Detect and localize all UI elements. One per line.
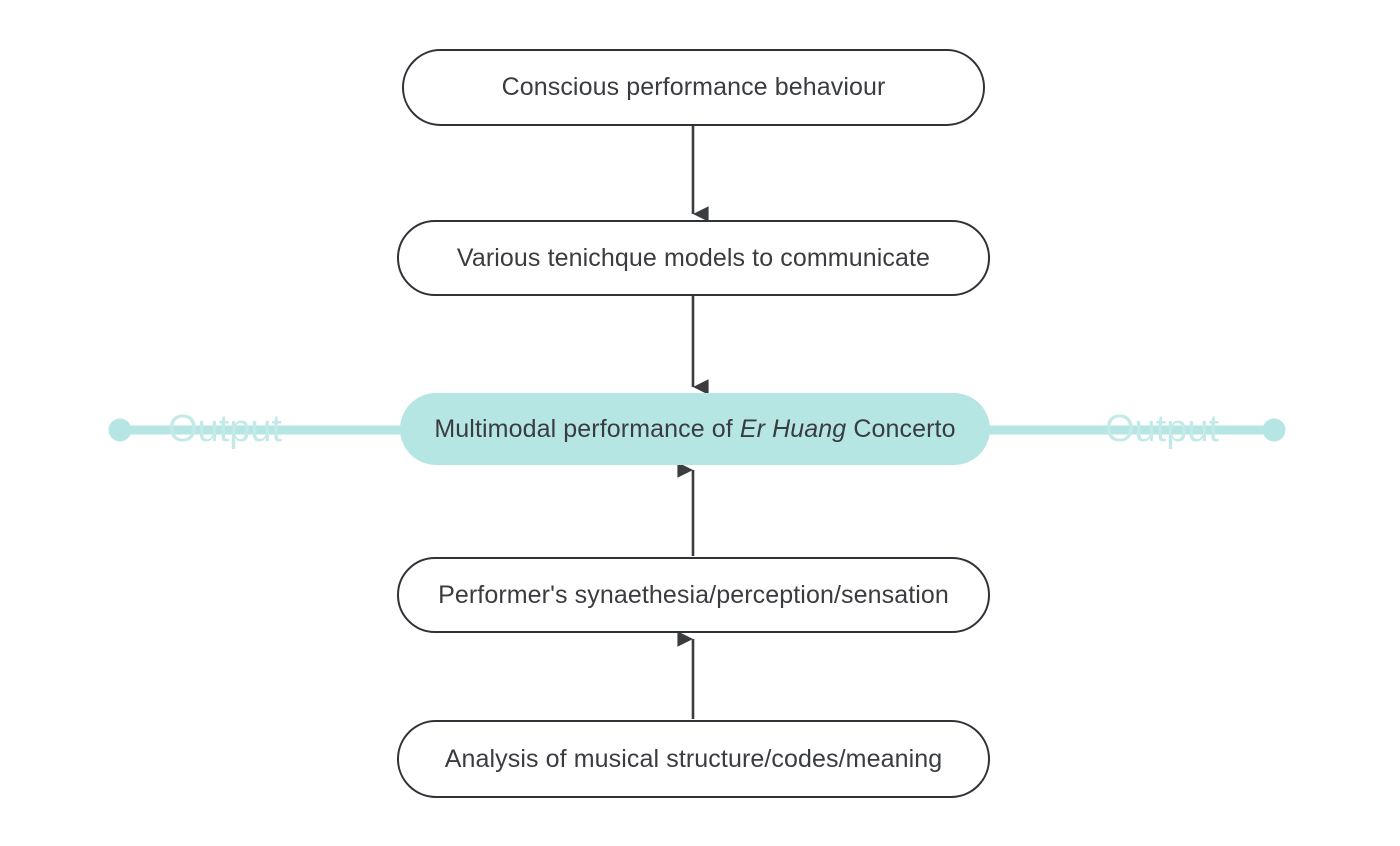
node-label-suffix: Concerto (846, 414, 956, 443)
node-performer-synaesthesia[interactable]: Performer's synaethesia/perception/sensa… (397, 557, 990, 633)
output-connector-left (108, 418, 430, 442)
node-conscious-performance-behaviour[interactable]: Conscious performance behaviour (402, 49, 985, 126)
node-multimodal-performance[interactable]: Multimodal performance of Er Huang Conce… (400, 393, 990, 465)
output-connector-right (960, 418, 1286, 442)
node-label-multimodal: Multimodal performance of Er Huang Conce… (434, 415, 955, 444)
node-technique-models[interactable]: Various tenichque models to communicate (397, 220, 990, 296)
node-label: Analysis of musical structure/codes/mean… (444, 744, 943, 773)
output-endpoint-dot-left (108, 418, 132, 442)
output-label-left: Output (168, 408, 283, 450)
node-label-emphasis: Er Huang (739, 414, 847, 443)
output-endpoint-dot-right (1262, 418, 1286, 442)
node-musical-analysis[interactable]: Analysis of musical structure/codes/mean… (397, 720, 990, 798)
node-label-prefix: Multimodal performance of (434, 414, 740, 443)
node-label: Various tenichque models to communicate (456, 243, 931, 272)
node-label: Performer's synaethesia/perception/sensa… (438, 580, 949, 609)
node-label: Conscious performance behaviour (501, 73, 886, 101)
output-label-right: Output (1105, 408, 1220, 450)
